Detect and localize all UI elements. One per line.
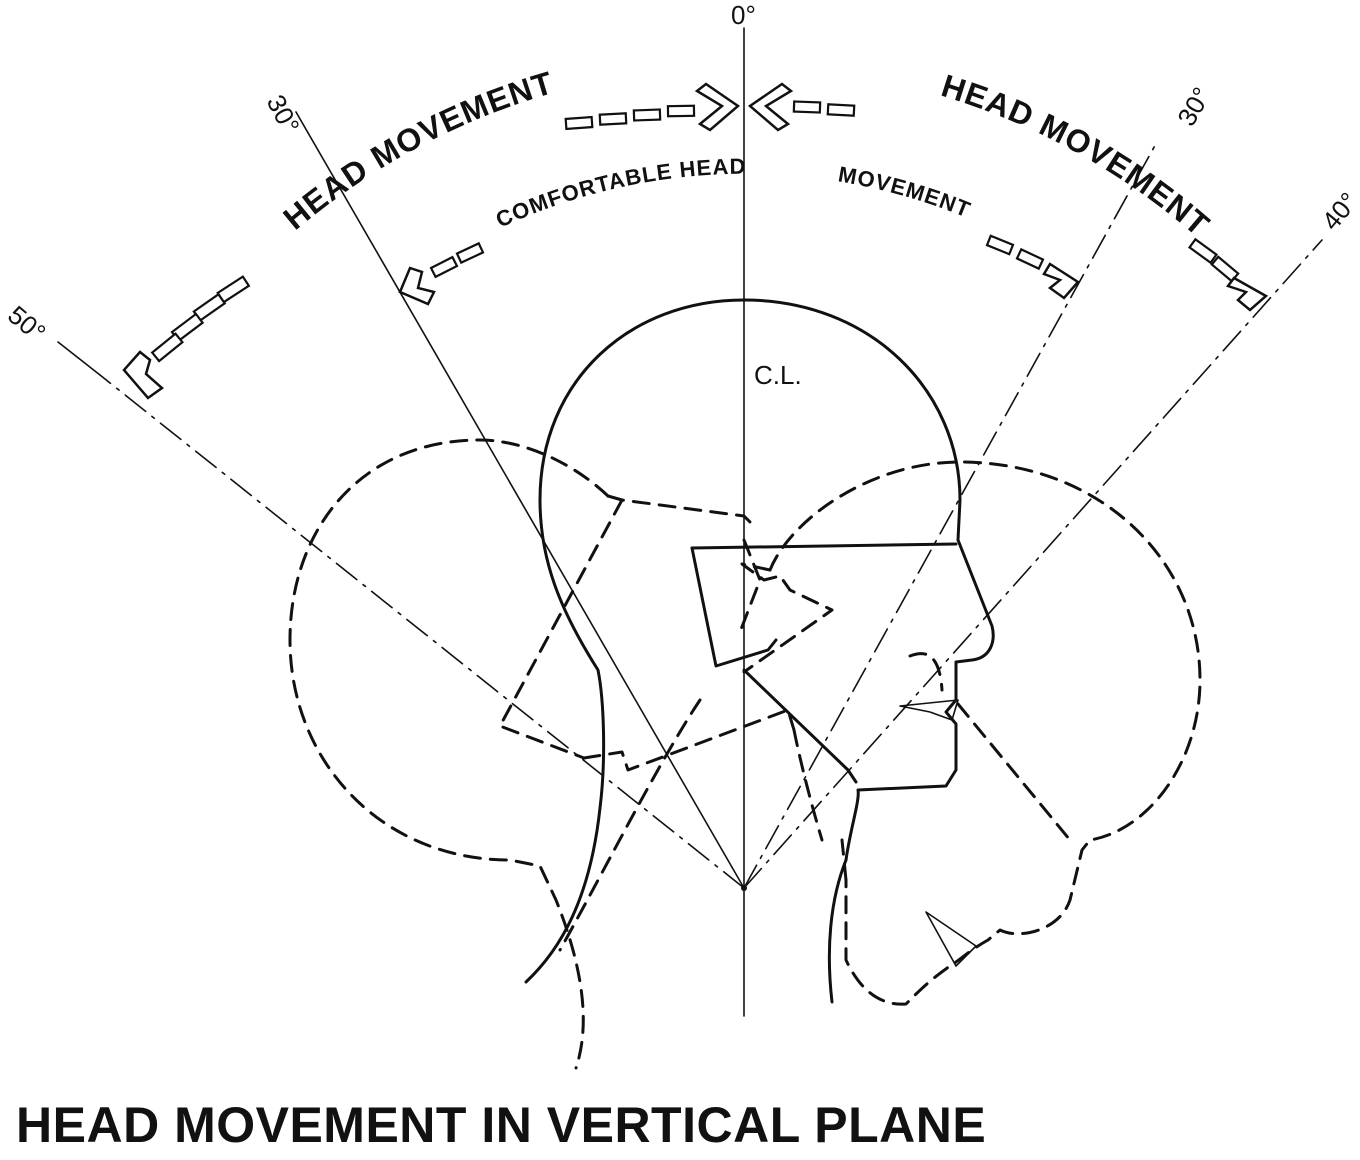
comfortable-movement-label-1: COMFORTABLE HEAD (492, 154, 747, 233)
arrow-up-50 (122, 275, 251, 400)
head-movement-down-label: HEAD MOVEMENT (937, 67, 1216, 243)
centerline-label: C.L. (754, 360, 802, 390)
head-tilted-up-profile (288, 438, 824, 1070)
angle-label-0: 0° (731, 0, 756, 30)
angle-rays (57, 111, 1323, 889)
angle-label-down-30: 30° (1171, 82, 1217, 131)
arc-labels: HEAD MOVEMENT HEAD MOVEMENT COMFORTABLE … (276, 64, 1216, 243)
angle-label-up-30: 30° (261, 90, 306, 139)
arrow-down-40 (1188, 237, 1269, 312)
comfortable-movement-label-2: MOVEMENT (836, 161, 974, 222)
arrow-comfortable-down (985, 234, 1080, 300)
arrow-to-center-left (564, 82, 741, 132)
movement-arrows (122, 82, 1269, 400)
angle-label-down-40: 40° (1316, 186, 1360, 235)
arrow-up-30 (398, 241, 485, 306)
head-neutral-profile (524, 298, 995, 1004)
diagram-caption: HEAD MOVEMENT IN VERTICAL PLANE (16, 1097, 987, 1153)
arrow-to-center-right (747, 82, 856, 132)
angle-label-up-50: 50° (2, 300, 51, 348)
pivot-point (741, 885, 747, 891)
head-tilted-down-profile (740, 460, 1202, 1006)
